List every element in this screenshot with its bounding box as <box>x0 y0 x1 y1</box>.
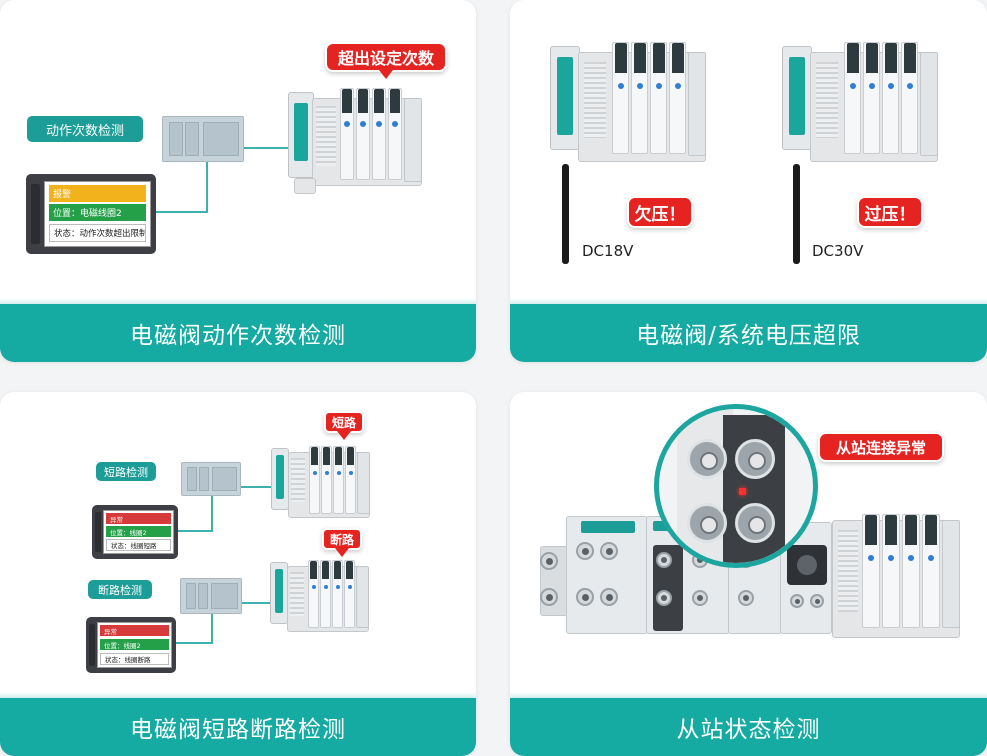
hmi-status-row: 状态：动作次数超出限制 <box>49 224 146 242</box>
plc-controller-bottom <box>180 578 242 614</box>
caption-cycle-count: 电磁阀动作次数检测 <box>0 298 476 362</box>
callout-undervoltage: 欠压！ <box>627 196 693 228</box>
callout-short-circuit: 短路 <box>324 411 364 440</box>
m12-port-4 <box>735 503 775 543</box>
caption-voltage-limit: 电磁阀/系统电压超限 <box>510 298 987 362</box>
hmi-side-buttons <box>31 184 40 244</box>
panel-valve-cycle-count: 动作次数检测 报警 位置：电磁线圈2 状态：动作次数超出限制 超出设定次数 电磁… <box>0 0 476 362</box>
voltage-right: DC30V <box>812 242 864 260</box>
zoom-magnifier <box>654 404 818 568</box>
valve-island-slave <box>832 510 964 642</box>
m12-port-2 <box>735 439 775 479</box>
cable-left <box>562 164 569 264</box>
m12-port-1 <box>687 439 727 479</box>
m12-port-3 <box>687 503 727 543</box>
tag-cycle-count-detect: 动作次数检测 <box>27 116 143 142</box>
hmi-panel: 报警 位置：电磁线圈2 状态：动作次数超出限制 <box>26 174 156 254</box>
wire-hmi-plc <box>156 211 208 213</box>
callout-slave-connection-error: 从站连接异常 <box>818 432 944 462</box>
callout-overvoltage: 过压！ <box>857 196 923 228</box>
caption-short-open-circuit: 电磁阀短路断路检测 <box>0 692 476 756</box>
tag-short-circuit-detect: 短路检测 <box>96 462 156 481</box>
plc-controller <box>162 116 244 162</box>
voltage-left: DC18V <box>582 242 634 260</box>
panel-slave-station-status: 从站连接异常 从站状态检测 <box>510 392 987 756</box>
hmi-alarm-row: 报警 <box>49 185 146 202</box>
tag-open-circuit-detect: 断路检测 <box>88 580 152 599</box>
hmi-panel-short: 异常 位置：线圈2 状态：线圈短路 <box>92 505 178 559</box>
valve-island-open <box>270 558 372 640</box>
valve-island-right <box>782 38 942 174</box>
hmi-panel-open: 异常 位置：线圈2 状态：线圈断路 <box>86 617 176 673</box>
hmi-screen: 报警 位置：电磁线圈2 状态：动作次数超出限制 <box>44 181 151 247</box>
panel-short-open-circuit: 短路检测 异常 位置：线圈2 状态：线圈短路 短路 断路检测 异常 位置：线圈 <box>0 392 476 756</box>
panel-voltage-limit: DC18V 欠压！ DC30V 过压！ 电磁阀/系统电压超限 <box>510 0 987 362</box>
callout-open-circuit: 断路 <box>322 528 362 557</box>
io-module-1 <box>566 516 648 634</box>
plc-controller-top <box>181 462 241 496</box>
caption-slave-station-status: 从站状态检测 <box>510 692 987 756</box>
wire-plc-island <box>244 147 290 149</box>
callout-exceed-count: 超出设定次数 <box>325 42 447 79</box>
valve-island <box>288 84 428 196</box>
valve-island-left <box>550 38 710 174</box>
cable-right <box>793 164 800 264</box>
valve-island-short <box>271 444 373 524</box>
error-led <box>739 488 746 495</box>
hmi-position-row: 位置：电磁线圈2 <box>49 204 146 221</box>
